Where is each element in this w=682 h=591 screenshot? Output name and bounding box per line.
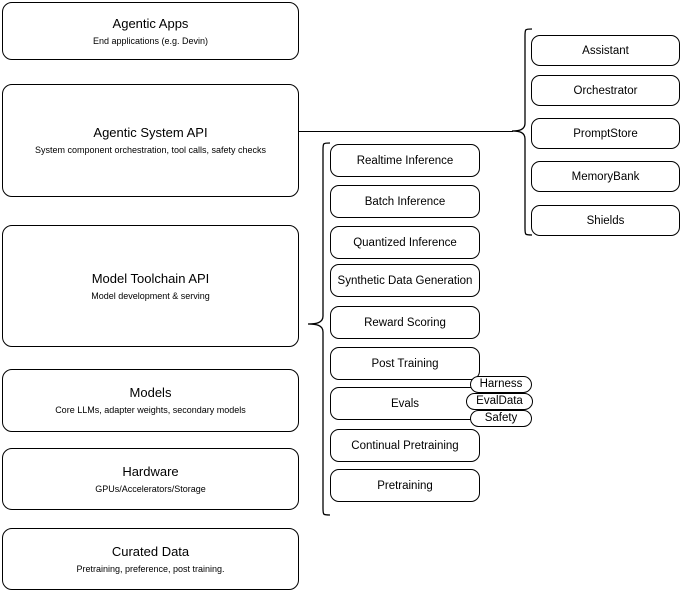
component-label: Shields [586,214,625,227]
toolchain-label: Batch Inference [364,195,446,208]
component-label: Assistant [582,44,629,57]
eval-pill-label: Harness [479,378,523,390]
component-label: Orchestrator [573,84,638,97]
toolchain-box-pretraining[interactable]: Pretraining [330,469,480,502]
component-box-promptstore[interactable]: PromptStore [531,118,680,149]
layer-title: Agentic System API [93,125,208,140]
toolchain-box-batch-inference[interactable]: Batch Inference [330,185,480,218]
toolchain-label: Evals [390,397,420,410]
component-box-assistant[interactable]: Assistant [531,35,680,66]
toolchain-box-continual-pretraining[interactable]: Continual Pretraining [330,429,480,462]
toolchain-box-reward-scoring[interactable]: Reward Scoring [330,306,480,339]
layer-title: Hardware [122,463,179,479]
component-label: MemoryBank [571,170,640,183]
toolchain-box-quantized-inference[interactable]: Quantized Inference [330,226,480,259]
toolchain-label: Post Training [371,357,439,370]
layer-subtitle: GPUs/Accelerators/Storage [95,483,206,494]
eval-pill-safety[interactable]: Safety [470,410,532,427]
toolchain-label: Continual Pretraining [351,439,459,452]
layer-subtitle: Core LLMs, adapter weights, secondary mo… [55,405,246,415]
component-label: PromptStore [573,127,638,140]
layer-box-models[interactable]: Models Core LLMs, adapter weights, secon… [2,369,299,432]
layer-box-model-toolchain-api[interactable]: Model Toolchain API Model development & … [2,225,299,347]
eval-pill-label: Safety [484,412,518,424]
toolchain-box-post-training[interactable]: Post Training [330,347,480,380]
layer-subtitle: Pretraining, preference, post training. [76,563,225,574]
component-box-orchestrator[interactable]: Orchestrator [531,75,680,106]
layer-title: Curated Data [111,543,190,559]
layer-subtitle: System component orchestration, tool cal… [34,145,267,155]
toolchain-box-evals[interactable]: Evals [330,387,480,420]
layer-title: Model Toolchain API [91,270,210,286]
component-box-shields[interactable]: Shields [531,205,680,236]
layer-box-agentic-system-api[interactable]: Agentic System API System component orch… [2,84,299,197]
layer-box-curated-data[interactable]: Curated Data Pretraining, preference, po… [2,528,299,590]
layer-title: Agentic Apps [112,15,189,31]
toolchain-label: Synthetic Data Generation [337,274,473,287]
layer-box-agentic-apps[interactable]: Agentic Apps End applications (e.g. Devi… [2,2,299,60]
eval-pill-label: EvalData [476,395,523,407]
toolchain-label: Quantized Inference [353,236,457,249]
layer-subtitle: Model development & serving [91,290,210,301]
toolchain-label: Reward Scoring [364,316,446,329]
toolchain-box-realtime-inference[interactable]: Realtime Inference [330,144,480,177]
connector-system-api-to-components [299,131,513,132]
toolchain-label: Realtime Inference [356,154,454,167]
layer-title: Models [129,385,172,400]
brace-toolchain-components [307,142,331,517]
toolchain-label: Pretraining [377,479,433,492]
eval-pill-evaldata[interactable]: EvalData [466,393,533,410]
eval-pill-harness[interactable]: Harness [470,376,532,393]
component-box-memorybank[interactable]: MemoryBank [531,161,680,192]
layer-subtitle: End applications (e.g. Devin) [92,35,209,46]
brace-system-components [511,28,533,236]
layer-box-hardware[interactable]: Hardware GPUs/Accelerators/Storage [2,448,299,510]
toolchain-box-synthetic-data-generation[interactable]: Synthetic Data Generation [330,264,480,297]
